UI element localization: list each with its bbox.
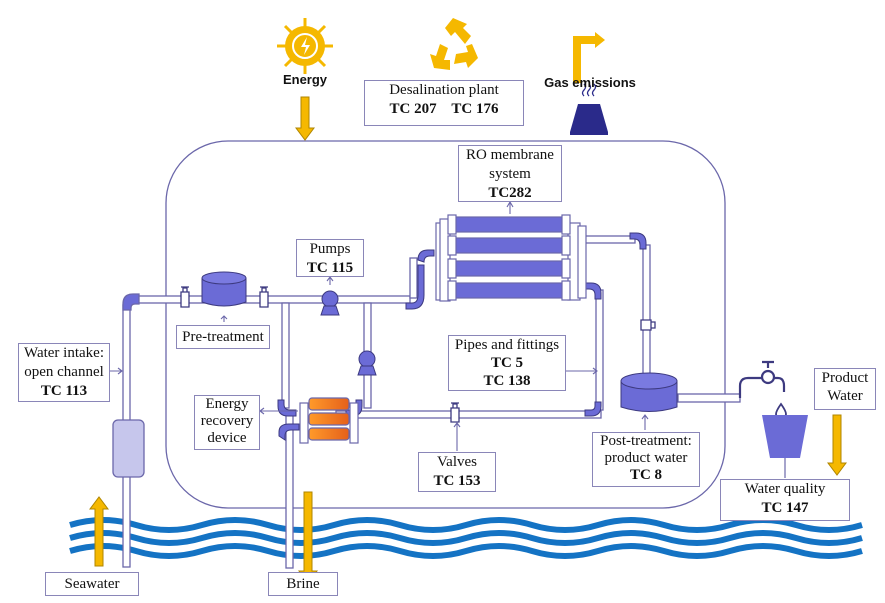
brine-line1: Brine: [286, 576, 320, 592]
posttreatment-tank: [620, 372, 678, 412]
water-intake-label: Water intake: open channel TC 113: [18, 343, 110, 402]
quality-line1: Water quality: [744, 481, 826, 497]
product-line1: Product: [821, 370, 869, 386]
ro-membrane-label: RO membrane system TC282: [458, 145, 562, 202]
quality-code: TC 147: [761, 500, 809, 516]
erd-line2: recovery: [200, 413, 254, 429]
pipes-code1: TC 5: [490, 355, 524, 371]
intake-line1: Water intake:: [23, 345, 104, 361]
faucet-icon: [738, 360, 786, 398]
recycle-icon: [430, 18, 478, 70]
posttreatment-label: Post-treatment: product water TC 8: [592, 432, 700, 487]
sea-waves: [69, 517, 863, 559]
water-quality-label: Water quality TC 147: [720, 479, 850, 521]
post-line1: Post-treatment:: [600, 433, 692, 449]
plant-title: Desalination plant: [389, 82, 499, 98]
post-line2: product water: [604, 450, 688, 466]
product-line2: Water: [827, 388, 863, 404]
pipes-line1: Pipes and fittings: [454, 337, 560, 353]
valve-icons: [180, 286, 656, 423]
plant-boundary: [165, 140, 726, 509]
pump-icons: [320, 290, 377, 376]
brine-label: Brine: [268, 572, 338, 596]
erd-line3: device: [207, 430, 247, 446]
pumps-line1: Pumps: [309, 241, 351, 257]
sun-lightning-icon: [277, 18, 333, 74]
plant-codes: TC 207 TC 176: [365, 100, 523, 119]
pretreatment-line1: Pre-treatment: [182, 329, 264, 345]
energy-recovery-label: Energy recovery device: [194, 395, 260, 450]
erd-line1: Energy: [205, 396, 249, 412]
plant-code-1: TC 207: [389, 101, 437, 117]
ro-line1: RO membrane: [466, 147, 554, 163]
ro-line2: system: [489, 166, 531, 182]
product-water-label: Product Water: [814, 368, 876, 410]
seawater-line1: Seawater: [64, 576, 120, 592]
energy-recovery-device: [299, 397, 359, 444]
gas-emissions-label: Gas emissions: [544, 75, 636, 90]
pumps-code: TC 115: [306, 260, 354, 276]
seawater-label: Seawater: [45, 572, 139, 596]
pumps-label: Pumps TC 115: [296, 239, 364, 277]
bucket-icon: [762, 415, 808, 458]
valves-code: TC 153: [433, 473, 481, 489]
pipes-code2: TC 138: [483, 373, 531, 389]
intake-screen: [112, 419, 145, 478]
intake-code: TC 113: [40, 383, 88, 399]
valves-line1: Valves: [437, 454, 477, 470]
intake-line2: open channel: [24, 364, 104, 380]
desalination-plant-box: Desalination plant TC 207 TC 176: [364, 80, 524, 126]
pipes-fittings-label: Pipes and fittings TC 5 TC 138: [448, 335, 566, 391]
post-code: TC 8: [629, 467, 663, 483]
pretreatment-label: Pre-treatment: [176, 325, 270, 349]
pretreatment-tank: [201, 271, 247, 307]
ro-code: TC282: [488, 185, 532, 201]
valves-label: Valves TC 153: [418, 452, 496, 492]
energy-label: Energy: [282, 72, 328, 87]
plant-code-2: TC 176: [451, 101, 499, 117]
ro-membranes: [435, 214, 587, 302]
chimney-icon: [570, 32, 608, 135]
